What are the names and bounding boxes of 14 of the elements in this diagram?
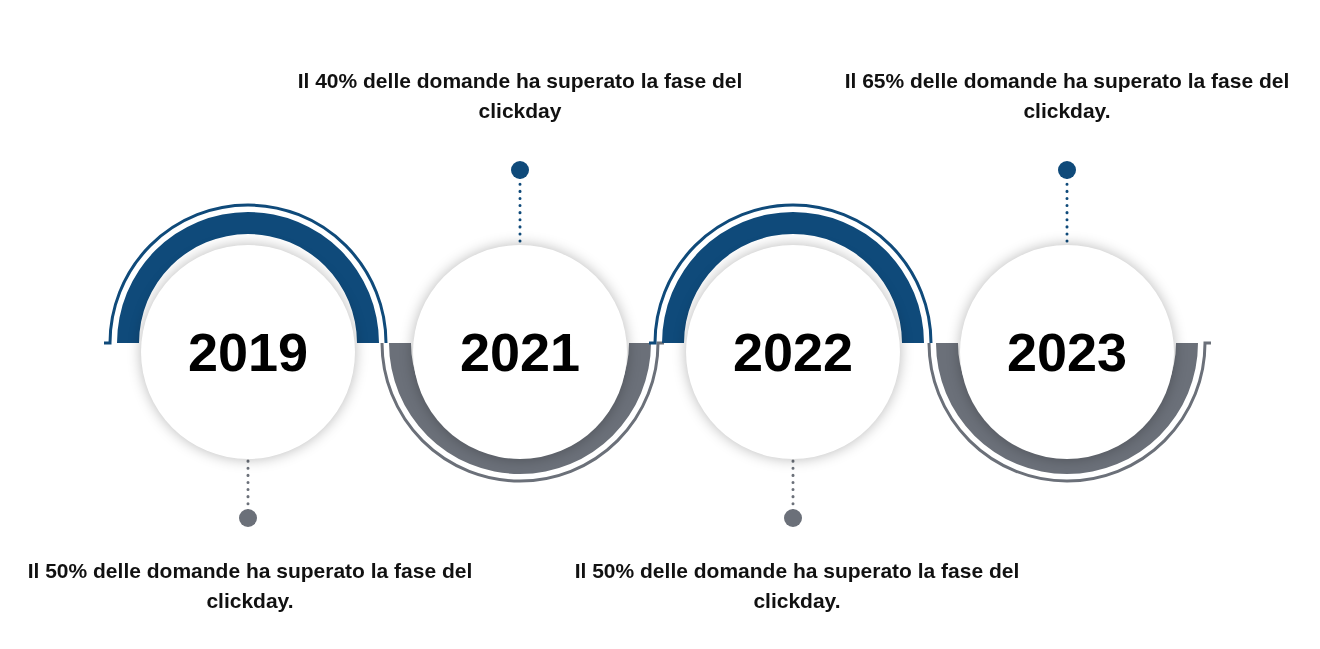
milestone-note: Il 50% delle domande ha superato la fase del clickday. — [20, 556, 480, 616]
leader-line — [239, 457, 257, 527]
year-label: 2022 — [732, 321, 854, 383]
milestone-note: Il 40% delle domande ha superato la fase del clickday — [290, 66, 750, 126]
milestone-note: Il 65% delle domande ha superato la fase del clickday. — [837, 66, 1297, 126]
year-label: 2021 — [459, 321, 581, 383]
year-circle — [960, 245, 1174, 459]
year-label: 2019 — [187, 321, 309, 383]
leader-line — [784, 457, 802, 527]
year-circle — [141, 245, 355, 459]
year-circle — [413, 245, 627, 459]
year-label: 2023 — [1006, 321, 1128, 383]
milestone-note: Il 50% delle domande ha superato la fase del clickday. — [567, 556, 1027, 616]
year-circle — [686, 245, 900, 459]
